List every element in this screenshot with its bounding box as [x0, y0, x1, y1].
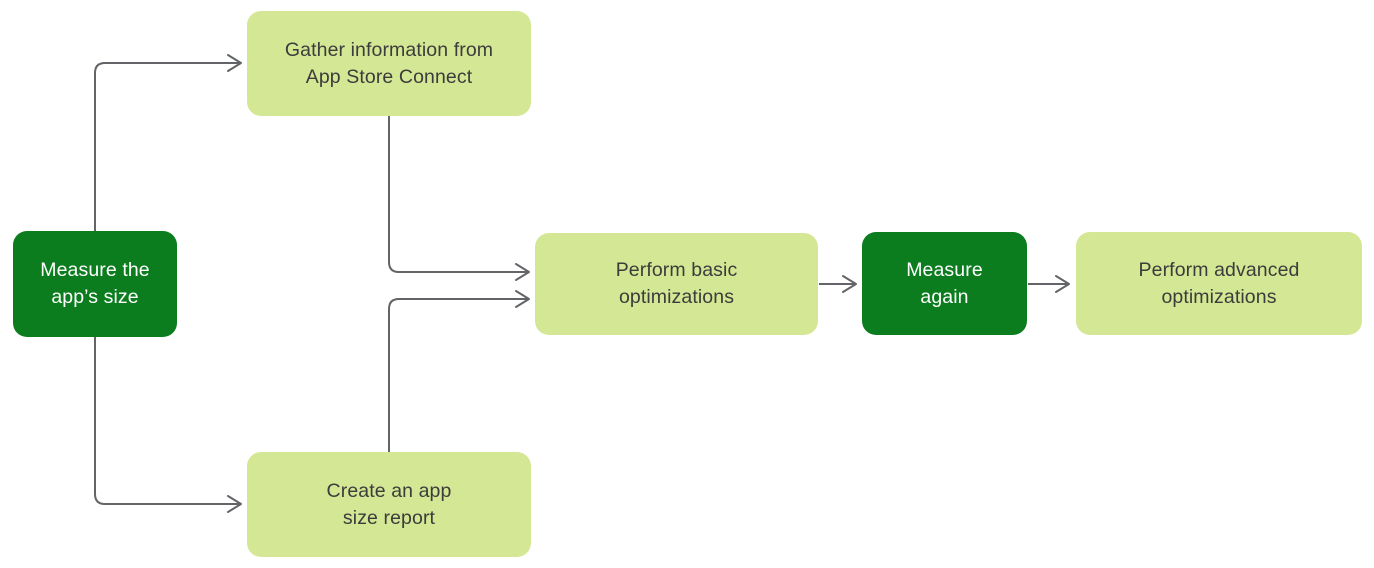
node-measure-app-size: Measure the app’s size [13, 231, 177, 337]
node-label-line: App Store Connect [305, 65, 473, 88]
node-create-report: Create an app size report [247, 452, 531, 557]
node-gather-info: Gather information from App Store Connec… [247, 11, 531, 116]
node-perform-advanced: Perform advanced optimizations [1076, 232, 1362, 335]
node-label-line: optimizations [618, 286, 735, 308]
connector-measure-to-create-report [94, 337, 242, 513]
node-label-line: Measure [906, 258, 983, 281]
node-perform-basic: Perform basic optimizations [535, 233, 818, 335]
node-label-line: Perform basic [615, 259, 738, 281]
node-label-line: Create an app [326, 479, 452, 502]
connector-create-report-to-perform-basic [388, 290, 530, 452]
node-label-line: app’s size [51, 286, 139, 308]
node-label-line: optimizations [1161, 285, 1277, 308]
node-label-line: Measure the [40, 259, 150, 281]
node-label-line: Gather information from [284, 38, 494, 61]
connector-measure-to-gather [94, 54, 242, 231]
node-label-line: again [920, 285, 969, 308]
node-measure-again: Measure again [862, 232, 1027, 335]
connector-gather-to-perform-basic [388, 116, 530, 281]
node-label-line: size report [342, 506, 436, 529]
node-label-line: Perform advanced [1138, 258, 1300, 281]
